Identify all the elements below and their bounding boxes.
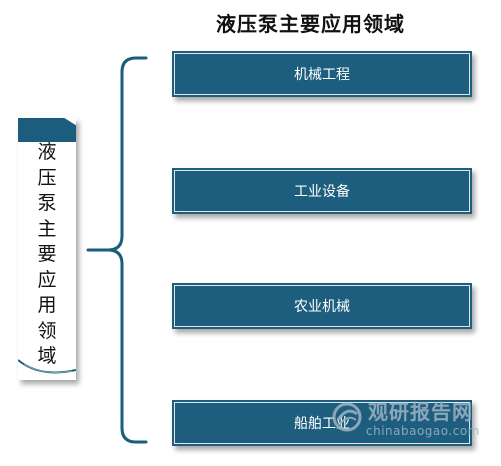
root-label-char: 域 — [37, 345, 57, 367]
diagram-title: 液压泵主要应用领域 — [216, 12, 405, 36]
watermark-name: 观研报告网 — [368, 400, 473, 424]
root-label-char: 应 — [37, 268, 57, 291]
root-node-tab — [18, 118, 76, 142]
root-node-card: 液压泵主要应用领域 — [18, 118, 76, 380]
item-box-industrial-equipment: 工业设备 — [172, 168, 472, 214]
root-label-char: 压 — [37, 166, 57, 189]
root-label-char: 泵 — [37, 192, 57, 214]
root-node-label: 液压泵主要应用领域 — [18, 140, 76, 370]
watermark-url: chinabaogao.com — [366, 424, 480, 438]
root-label-char: 用 — [37, 294, 57, 316]
item-box-mechanical-engineering: 机械工程 — [172, 51, 472, 97]
item-box-shipbuilding: 船舶工业 — [172, 400, 472, 446]
root-label-char: 主 — [37, 217, 57, 240]
watermark: 观研报告网 chinabaogao.com — [330, 396, 490, 446]
root-label-char: 领 — [37, 319, 57, 342]
page-curl-decoration — [18, 359, 76, 380]
item-box-agricultural-machinery: 农业机械 — [172, 283, 472, 329]
root-label-char: 要 — [37, 243, 57, 265]
root-label-char: 液 — [37, 141, 57, 163]
watermark-logo-icon — [332, 402, 362, 432]
